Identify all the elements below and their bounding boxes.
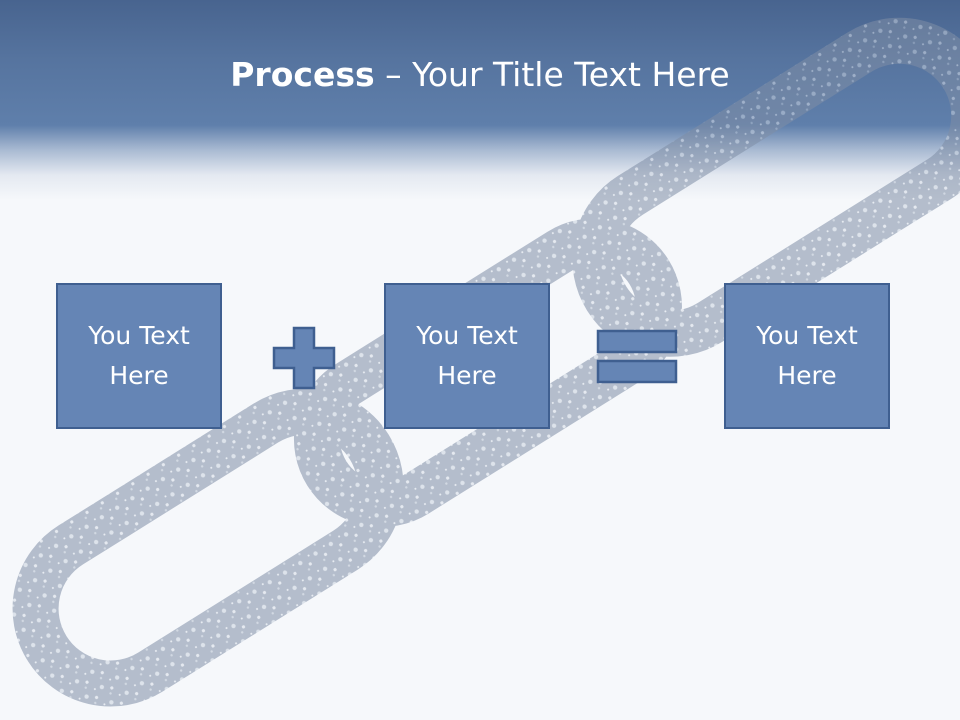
process-box-2[interactable]: You Text Here [384, 283, 550, 429]
title-bold: Process [230, 55, 375, 94]
process-box-3-text: You Text Here [756, 321, 858, 390]
process-box-1-text: You Text Here [88, 321, 190, 390]
plus-icon [272, 326, 336, 390]
process-box-1[interactable]: You Text Here [56, 283, 222, 429]
process-box-2-text: You Text Here [416, 321, 518, 390]
process-box-3[interactable]: You Text Here [724, 283, 890, 429]
slide-title: Process – Your Title Text Here [0, 52, 960, 98]
equals-icon [596, 329, 678, 384]
title-rest: – Your Title Text Here [374, 55, 730, 94]
